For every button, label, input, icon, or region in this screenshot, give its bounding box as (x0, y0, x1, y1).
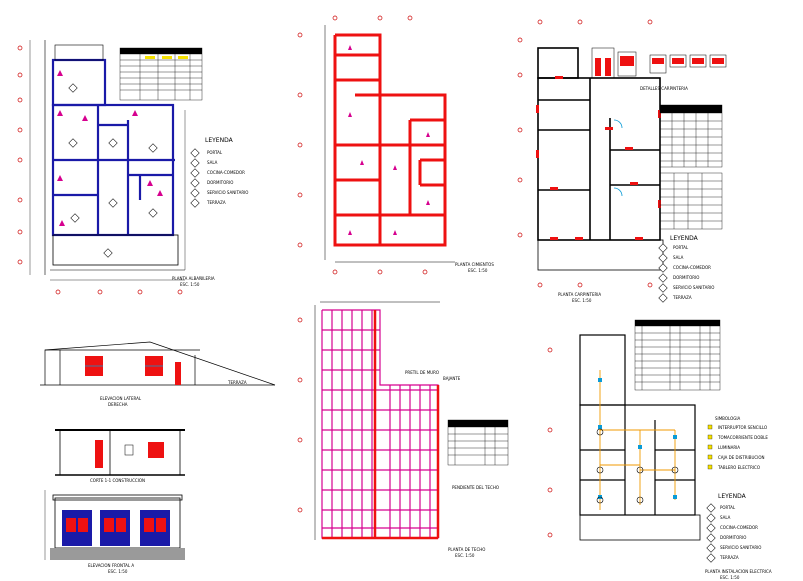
sheet6-symbology-item: CAJA DE DISTRIBUCION (718, 455, 765, 460)
sheet3-legend-item: COCINA-COMEDOR (673, 265, 711, 270)
sheet6-legend-item: COCINA-COMEDOR (720, 525, 758, 530)
sheet1-scale: ESC. 1:50 (180, 282, 200, 287)
sheet1-legend-item: PORTAL (207, 150, 223, 155)
sheet2-scale: ESC. 1:50 (468, 268, 488, 273)
sheet1-legend-item: SALA (207, 160, 218, 165)
sheet5-scale: ESC. 1:50 (455, 553, 475, 558)
sheet1-legend-item: SERVICIO SANITARIO (207, 190, 249, 195)
sheet6-legend-item: PORTAL (720, 505, 736, 510)
sheet-planta-cimientos: PLANTA CIMIENTOS ESC. 1:50 (280, 0, 500, 300)
sheet6-symbology-item: INTERRUPTOR SENCILLO (718, 425, 768, 430)
sheet5-title: PLANTA DE TECHO (448, 547, 486, 552)
sheet4-scale: ESC. 1:50 (108, 569, 128, 574)
sheet-planta-albanileria: LEYENDA PORTAL SALA COCINA-COMEDOR DORMI… (0, 0, 270, 300)
sheet1-legend-title: LEYENDA (205, 137, 233, 144)
sheet5-note-gutter: BAJANTE (443, 376, 461, 381)
sheet-instalacion-electrica: SIMBOLOGIA INTERRUPTOR SENCILLO TOMACORR… (530, 310, 803, 581)
sheet1-legend-item: TERRAZA (207, 200, 226, 205)
sheet4-front-title: ELEVACION FRONTAL A (88, 563, 135, 568)
floor-plan-masonry (17, 40, 203, 295)
electrical-plan (547, 319, 721, 563)
sheet-elevaciones: ELEVACION LATERAL DERECHA TERRAZA CORTE … (0, 320, 280, 581)
sheet6-scale: ESC. 1:50 (720, 575, 740, 580)
sheet4-section-title: CORTE 1-1 CONSTRUCCION (90, 478, 146, 483)
sheet3-legend-title: LEYENDA (670, 235, 698, 242)
sheet6-legend-item: TERRAZA (720, 555, 739, 560)
sheet3-legend-item: DORMITORIO (673, 275, 700, 280)
foundation-plan (297, 15, 455, 275)
sheet3-legend-item: PORTAL (673, 245, 689, 250)
sheet5-note-parapet: PRETIL DE MURO (405, 370, 440, 375)
sheet6-symbology-title: SIMBOLOGIA (715, 416, 741, 421)
sheet-planta-techo: PRETIL DE MURO PENDIENTE DEL TECHO BAJAN… (280, 290, 520, 581)
sheet1-legend-item: COCINA-COMEDOR (207, 170, 245, 175)
elevations-drawing (40, 341, 276, 560)
sheet6-symbology-item: TABLERO ELECTRICO (718, 465, 760, 470)
sheet6-legend-title: LEYENDA (718, 493, 746, 500)
sheet6-symbology-item: LUMINARIA (718, 445, 741, 450)
sheet6-legend-item: SALA (720, 515, 731, 520)
sheet-planta-carpinteria: DETALLES CARPINTERIA LEYENDA PORTAL SALA… (510, 0, 803, 310)
sheet4-lateral-title: ELEVACION LATERAL (100, 396, 142, 401)
roof-plan (297, 301, 509, 540)
sheet3-legend-item: SALA (673, 255, 684, 260)
sheet4-lateral-sub: DERECHA (108, 402, 128, 407)
sheet6-legend-item: DORMITORIO (720, 535, 747, 540)
sheet6-title: PLANTA INSTALACION ELECTRICA (705, 569, 772, 574)
sheet5-note-slope: PENDIENTE DEL TECHO (452, 485, 499, 490)
carpentry-plan (517, 19, 727, 303)
sheet3-title: PLANTA CARPINTERIA (558, 292, 602, 297)
sheet3-detail-title: DETALLES CARPINTERIA (640, 86, 688, 91)
sheet4-terrace-label: TERRAZA (228, 380, 247, 385)
sheet2-title: PLANTA CIMIENTOS (455, 262, 494, 267)
sheet3-legend-item: TERRAZA (673, 295, 692, 300)
sheet1-title: PLANTA ALBAÑILERIA (172, 276, 215, 281)
sheet1-legend-item: DORMITORIO (207, 180, 234, 185)
sheet6-legend-item: SERVICIO SANITARIO (720, 545, 762, 550)
sheet3-scale: ESC. 1:50 (572, 298, 592, 303)
sheet6-symbology-item: TOMACORRIENTE DOBLE (718, 435, 768, 440)
sheet3-legend-item: SERVICIO SANITARIO (673, 285, 715, 290)
